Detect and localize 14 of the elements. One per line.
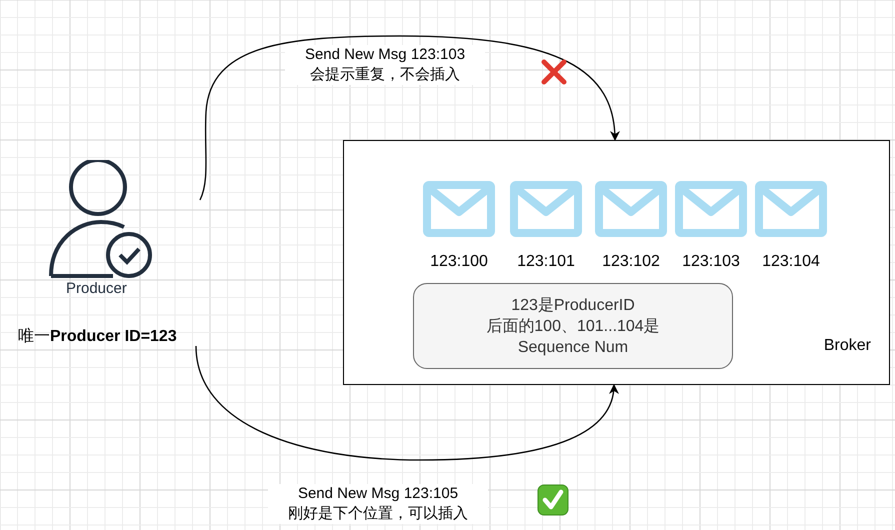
arrow [199, 35, 620, 200]
node-label: Producer [66, 280, 127, 297]
broker-box [343, 140, 890, 385]
message-id: 123:103 [681, 253, 741, 271]
edge-label: Send New Msg 123:105 刚好是下个位置，可以插入 [268, 484, 488, 524]
arrow [195, 346, 618, 461]
message-id: 123:102 [601, 253, 661, 271]
message-id: 123:101 [516, 253, 576, 271]
message-id: 123:100 [429, 253, 489, 271]
node-label: 唯一Producer ID=123 [18, 326, 177, 347]
edge-label: Send New Msg 123:103 会提示重复，不会插入 [285, 45, 485, 85]
message-id: 123:104 [761, 253, 821, 271]
box-label: Broker [824, 337, 871, 355]
note-box: 123是ProducerID 后面的100、101...104是 Sequence Num [413, 283, 733, 369]
